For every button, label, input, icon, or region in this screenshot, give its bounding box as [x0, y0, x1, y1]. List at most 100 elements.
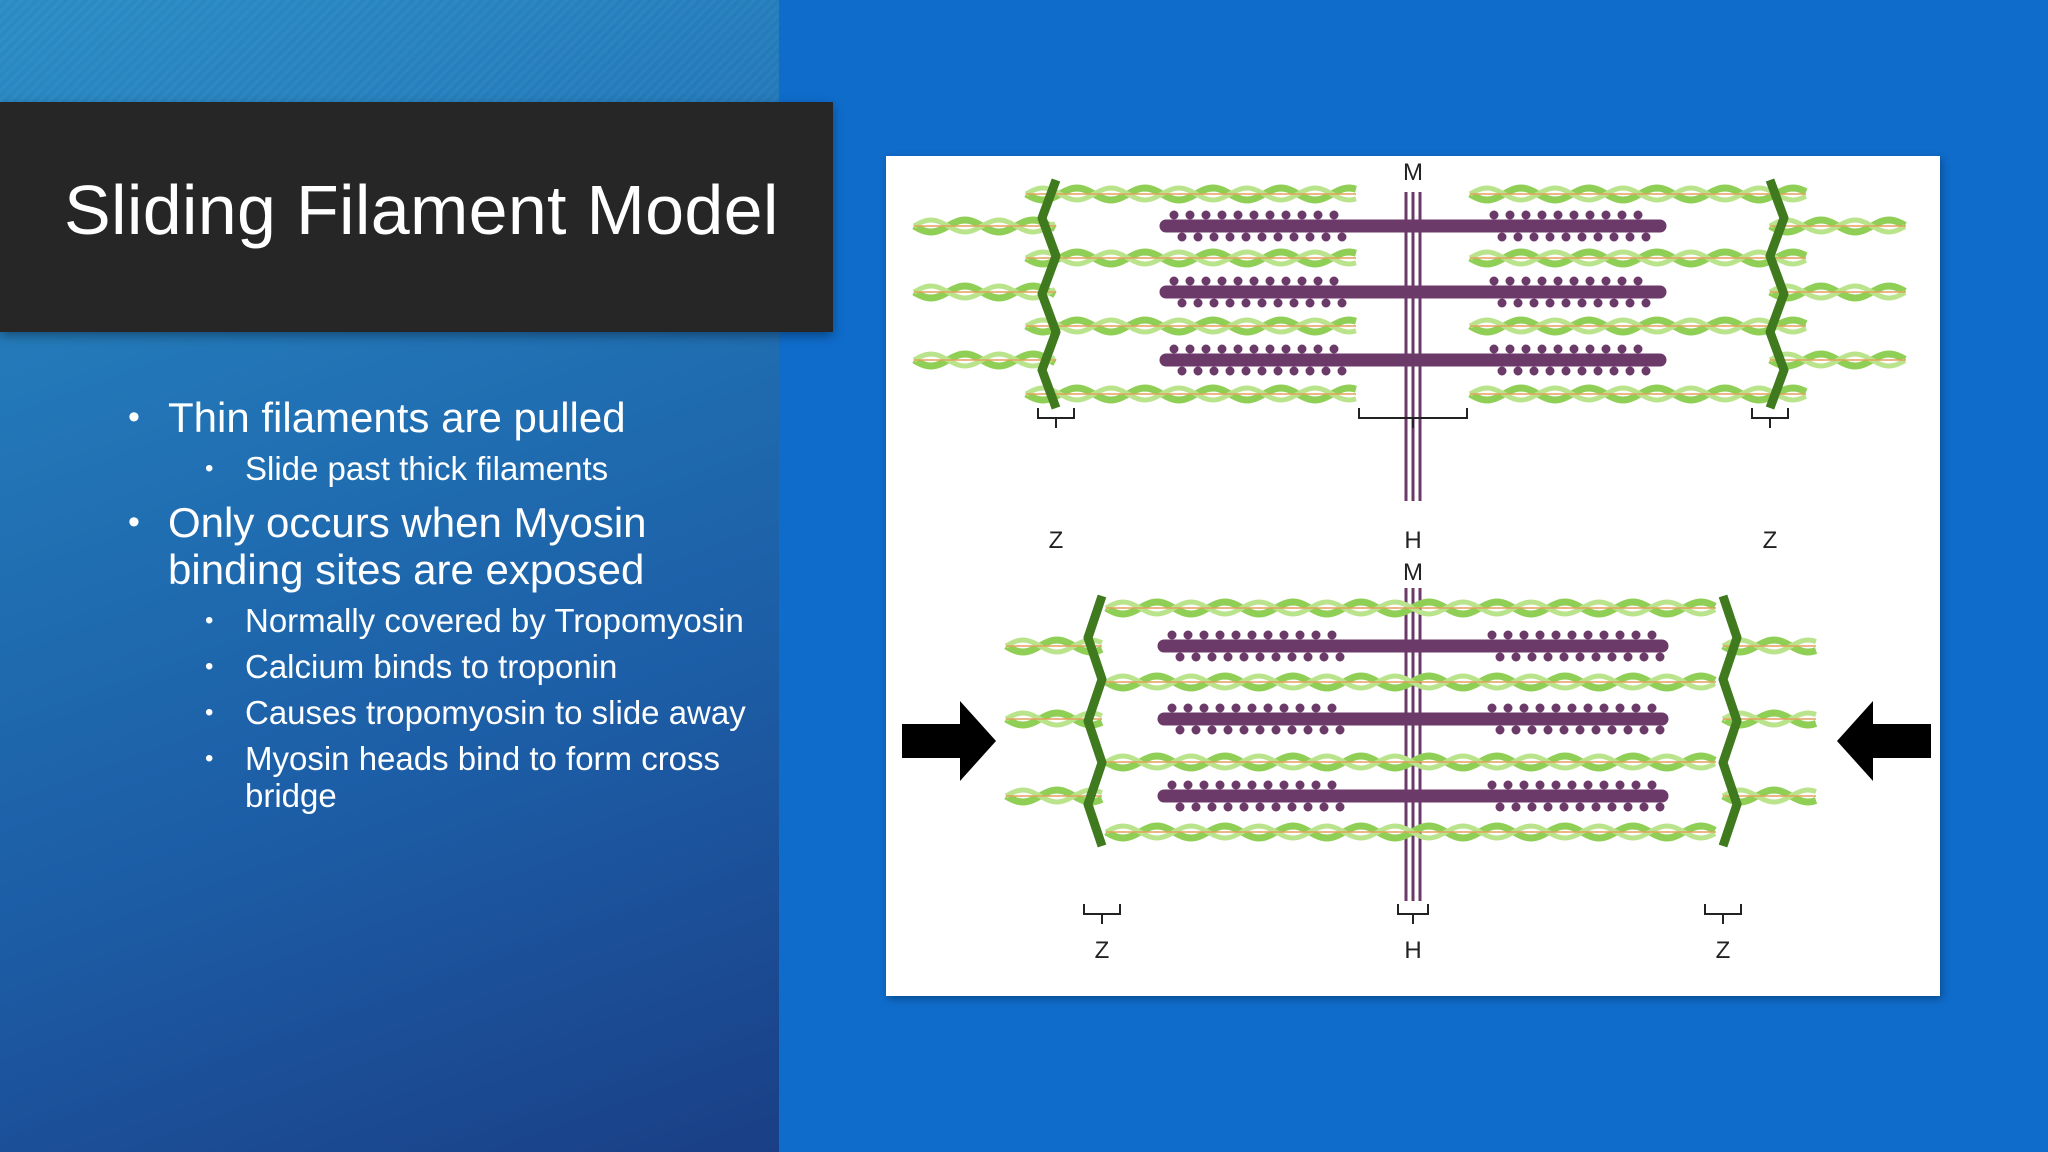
myosin-head — [1529, 366, 1539, 376]
myosin-head — [1311, 703, 1321, 713]
myosin-head — [1233, 210, 1243, 220]
myosin-head — [1535, 630, 1545, 640]
myosin-head — [1231, 630, 1241, 640]
myosin-head — [1487, 780, 1497, 790]
myosin-head — [1585, 210, 1595, 220]
myosin-head — [1553, 276, 1563, 286]
myosin-head — [1639, 802, 1649, 812]
myosin-head — [1505, 276, 1515, 286]
myosin-head — [1513, 298, 1523, 308]
myosin-head — [1199, 630, 1209, 640]
myosin-head — [1321, 298, 1331, 308]
myosin-head — [1295, 630, 1305, 640]
myosin-head — [1281, 210, 1291, 220]
thin-filament — [1004, 787, 1103, 805]
myosin-head — [1327, 780, 1337, 790]
myosin-head — [1313, 344, 1323, 354]
myosin-head — [1337, 232, 1347, 242]
myosin-head — [1191, 725, 1201, 735]
myosin-head — [1505, 210, 1515, 220]
myosin-head — [1497, 366, 1507, 376]
myosin-head — [1569, 344, 1579, 354]
myosin-head — [1487, 703, 1497, 713]
myosin-head — [1511, 725, 1521, 735]
myosin-head — [1209, 298, 1219, 308]
myosin-head — [1631, 630, 1641, 640]
myosin-head — [1529, 298, 1539, 308]
myosin-head — [1289, 366, 1299, 376]
myosin-head — [1241, 298, 1251, 308]
myosin-head — [1215, 780, 1225, 790]
thin-filament — [1024, 384, 1357, 404]
thin-filament — [1024, 385, 1357, 403]
myosin-head — [1567, 780, 1577, 790]
myosin-head — [1279, 630, 1289, 640]
myosin-head — [1183, 630, 1193, 640]
myosin-head — [1505, 344, 1515, 354]
myosin-head — [1593, 232, 1603, 242]
myosin-head — [1553, 344, 1563, 354]
myosin-head — [1583, 703, 1593, 713]
myosin-head — [1527, 802, 1537, 812]
thin-filament — [1024, 248, 1357, 268]
myosin-head — [1489, 210, 1499, 220]
myosin-head — [1193, 298, 1203, 308]
myosin-head — [1553, 210, 1563, 220]
myosin-head — [1177, 366, 1187, 376]
myosin-head — [1519, 780, 1529, 790]
myosin-head — [1633, 276, 1643, 286]
myosin-head — [1319, 802, 1329, 812]
myosin-head — [1233, 276, 1243, 286]
zone-bracket — [1751, 408, 1789, 428]
myosin-head — [1567, 630, 1577, 640]
myosin-head — [1543, 802, 1553, 812]
myosin-head — [1609, 298, 1619, 308]
myosin-head — [1599, 780, 1609, 790]
z-disc — [1765, 178, 1789, 410]
myosin-head — [1615, 780, 1625, 790]
myosin-head — [1625, 366, 1635, 376]
myosin-head — [1647, 703, 1657, 713]
thin-filament — [1721, 787, 1817, 805]
thin-filament — [1468, 385, 1808, 403]
myosin-head — [1193, 232, 1203, 242]
myosin-head — [1537, 210, 1547, 220]
myosin-head — [1591, 802, 1601, 812]
myosin-head — [1545, 298, 1555, 308]
myosin-head — [1625, 232, 1635, 242]
myosin-head — [1615, 630, 1625, 640]
myosin-head — [1337, 298, 1347, 308]
myosin-head — [1601, 344, 1611, 354]
myosin-head — [1305, 232, 1315, 242]
myosin-head — [1185, 344, 1195, 354]
zone-bracket — [1083, 904, 1121, 924]
sarcomere-diagram: M H Z Z M H Z Z — [902, 159, 1931, 964]
myosin-head — [1537, 276, 1547, 286]
h-zone-label-bottom: H — [1404, 937, 1421, 964]
myosin-head — [1569, 276, 1579, 286]
thin-filament — [1024, 316, 1357, 336]
myosin-head — [1223, 652, 1233, 662]
myosin-head — [1329, 210, 1339, 220]
sub-bullet-item: Causes tropomyosin to slide away — [128, 694, 748, 731]
z-disc-label-bottom-left: Z — [1095, 937, 1110, 964]
contracted-sarcomere — [1004, 588, 1818, 924]
myosin-head — [1577, 366, 1587, 376]
myosin-head — [1575, 802, 1585, 812]
zone-bracket — [1358, 408, 1468, 428]
myosin-head — [1273, 232, 1283, 242]
myosin-head — [1535, 703, 1545, 713]
myosin-head — [1521, 276, 1531, 286]
slide-title: Sliding Filament Model — [64, 171, 779, 249]
myosin-head — [1263, 630, 1273, 640]
myosin-head — [1177, 232, 1187, 242]
myosin-head — [1551, 703, 1561, 713]
myosin-head — [1527, 725, 1537, 735]
myosin-head — [1225, 298, 1235, 308]
myosin-head — [1257, 232, 1267, 242]
m-line-label-bottom: M — [1403, 559, 1423, 586]
myosin-head — [1305, 366, 1315, 376]
myosin-head — [1177, 298, 1187, 308]
myosin-head — [1545, 232, 1555, 242]
myosin-head — [1513, 366, 1523, 376]
